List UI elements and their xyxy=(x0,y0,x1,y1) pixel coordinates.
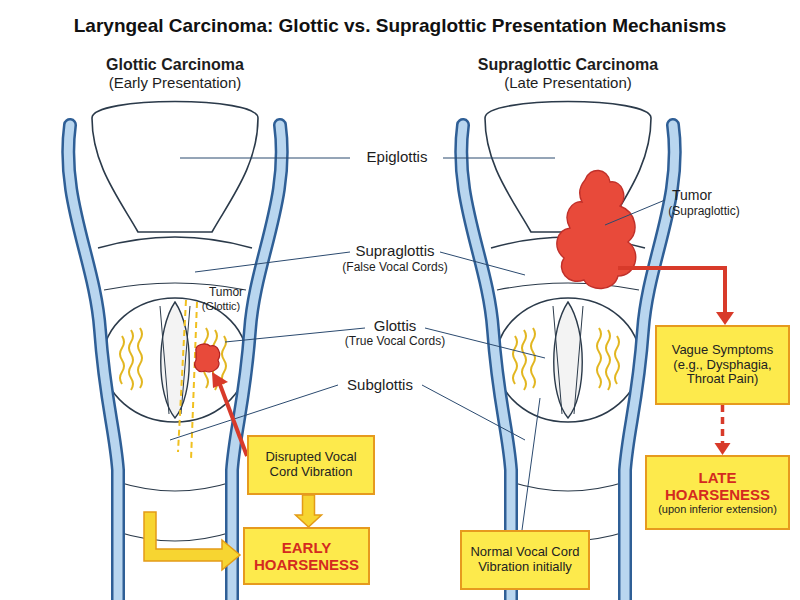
yellow-bent-arrow xyxy=(144,512,240,570)
part-label: (Early Presentation) xyxy=(109,75,242,92)
diagram-title: Laryngeal Carcinoma: Glottic vs. Supragl… xyxy=(74,16,727,37)
arrow-shape xyxy=(296,495,322,527)
part-label: Glottis xyxy=(374,318,417,335)
arrow-head xyxy=(715,443,731,455)
arrow-line xyxy=(721,405,725,443)
part-label: Supraglottic Carcinoma xyxy=(478,56,658,74)
symptom-box: EARLY HOARSENESS xyxy=(243,527,370,585)
part-label: Glottic Carcinoma xyxy=(106,56,244,74)
symptom-box: Disrupted Vocal Cord Vibration xyxy=(247,435,375,495)
symptom-box: Vague Symptoms (e.g., Dysphagia, Throat … xyxy=(655,325,790,405)
block-arrow xyxy=(296,495,322,527)
box-text: EARLY HOARSENESS xyxy=(249,539,364,574)
symptom-box: Normal Vocal Cord Vibration initially xyxy=(460,530,590,590)
part-label: (Late Presentation) xyxy=(504,75,632,92)
glottic-tumor xyxy=(195,344,220,372)
part-label: (Supraglottic) xyxy=(668,205,739,218)
red-arrow xyxy=(212,372,247,456)
part-label: Tumor xyxy=(209,286,243,299)
part-label: Subglottis xyxy=(347,377,413,394)
larynx-glottic xyxy=(68,102,282,600)
box-text: Vague Symptoms (e.g., Dysphagia, Throat … xyxy=(661,343,784,388)
supraglottic-tumor xyxy=(557,170,636,288)
larynx-supraglottic xyxy=(461,102,675,600)
symptom-box: LATE HOARSENESS(upon inferior extension) xyxy=(645,455,790,530)
part-label: Supraglottis xyxy=(355,243,434,260)
part-label: (False Vocal Cords) xyxy=(342,261,447,274)
part-label: Epiglottis xyxy=(367,149,428,166)
leader-lines xyxy=(170,158,665,530)
box-text: (upon inferior extension) xyxy=(658,503,777,516)
dashed-arrow xyxy=(715,405,731,455)
part-label: (Glottic) xyxy=(202,300,241,312)
box-text: Normal Vocal Cord Vibration initially xyxy=(466,545,584,575)
part-label: Tumor xyxy=(672,188,712,203)
box-text: Disrupted Vocal Cord Vibration xyxy=(253,450,369,480)
part-label: (True Vocal Cords) xyxy=(345,335,445,348)
red-bent-arrow xyxy=(618,268,734,325)
box-text: LATE HOARSENESS xyxy=(651,469,784,504)
